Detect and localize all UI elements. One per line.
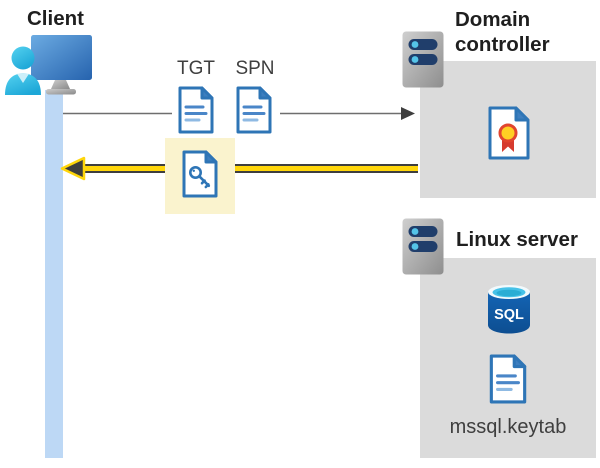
spn-label: SPN <box>235 58 275 79</box>
linux-server-label: Linux server <box>456 228 578 251</box>
user-icon <box>5 46 41 95</box>
tgt-label: TGT <box>177 58 215 79</box>
sql-database-icon: SQL <box>488 285 530 334</box>
arrow-left-icon <box>60 156 86 181</box>
domain-controller-label: Domain controller <box>455 8 550 56</box>
sql-text: SQL <box>494 307 524 323</box>
spn-document-icon <box>236 86 272 134</box>
certificate-icon <box>488 106 530 160</box>
keytab-document-icon <box>489 354 527 404</box>
client-lifeline-bar <box>45 90 63 458</box>
tgt-document-icon <box>178 86 214 134</box>
linux-server-icon <box>402 218 444 275</box>
arrow-right-icon <box>401 107 415 120</box>
client-label: Client <box>27 7 84 30</box>
response-arrow <box>60 156 418 181</box>
keytab-filename-label: mssql.keytab <box>449 416 567 438</box>
key-glyph <box>189 165 211 189</box>
domain-controller-server-icon <box>402 31 444 88</box>
monitor-icon <box>31 35 92 95</box>
key-document-icon <box>182 150 218 198</box>
client-icon <box>5 35 92 95</box>
